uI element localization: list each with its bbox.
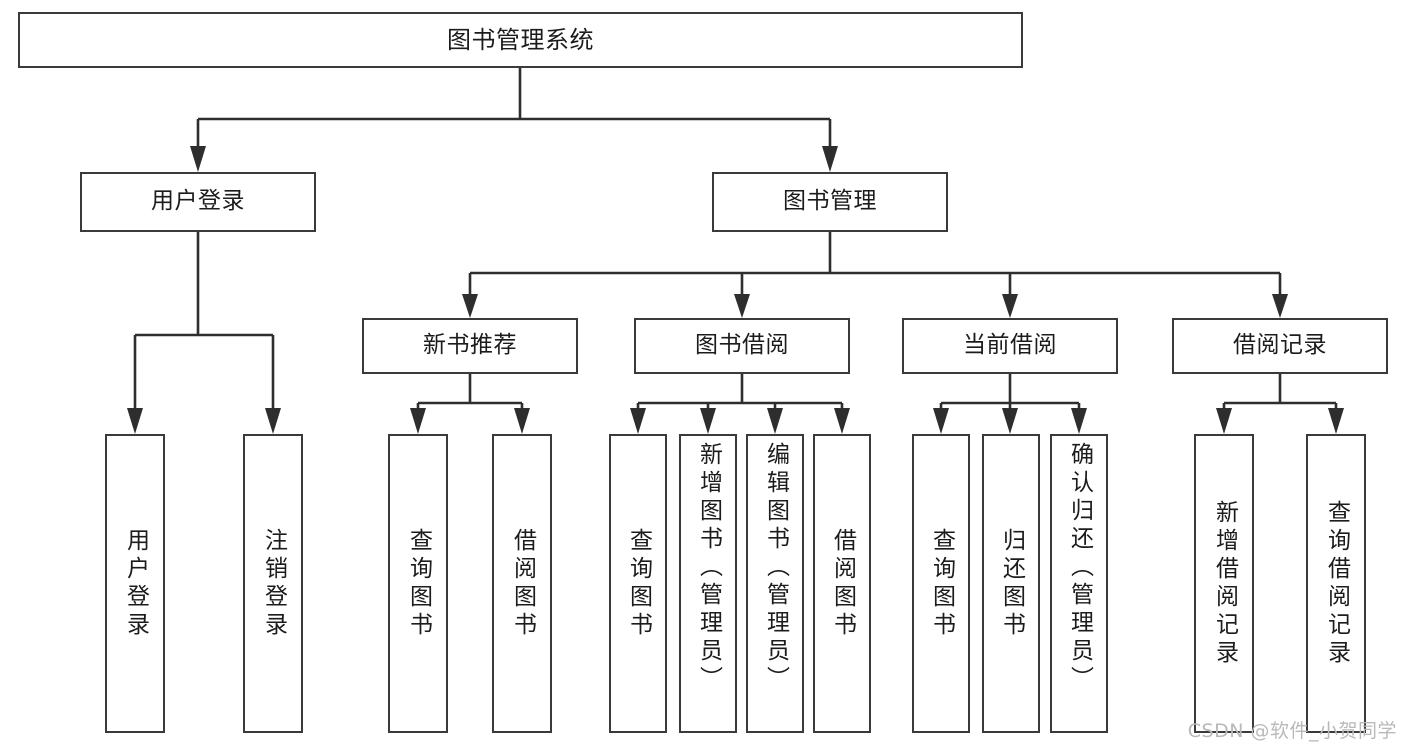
arrowhead-bookborrow-leaf-1 bbox=[630, 408, 646, 434]
node-book-borrow-label: 图书借阅 bbox=[695, 332, 789, 359]
node-root-system-label: 图书管理系统 bbox=[447, 25, 594, 54]
arrowhead-bookborrow-leaf-4 bbox=[834, 408, 850, 434]
leaf-bookborrow-edit-book-label: 编辑图书（管理员） bbox=[762, 442, 789, 694]
arrowhead-book-manage bbox=[822, 146, 838, 172]
node-book-management-label: 图书管理 bbox=[783, 188, 877, 215]
arrowhead-currentborrow-leaf-1 bbox=[933, 408, 949, 434]
node-user-login[interactable]: 用户登录 bbox=[80, 172, 316, 232]
leaf-bookborrow-query-book-label: 查询图书 bbox=[625, 527, 652, 640]
arrowhead-newbook-leaf-2 bbox=[514, 408, 530, 434]
arrowhead-borrow-record bbox=[1272, 294, 1288, 318]
leaf-currentborrow-query-book-label: 查询图书 bbox=[928, 527, 955, 640]
leaf-borrowrecord-add-record-label: 新增借阅记录 bbox=[1211, 499, 1238, 668]
csdn-watermark: CSDN @软件_小贺同学 bbox=[1187, 720, 1397, 742]
node-new-book-recommend[interactable]: 新书推荐 bbox=[362, 318, 578, 374]
arrowhead-bookborrow-leaf-3 bbox=[767, 408, 783, 434]
arrowhead-currentborrow-leaf-2 bbox=[1002, 408, 1018, 434]
arrowhead-currentborrow-leaf-3 bbox=[1071, 408, 1087, 434]
arrowhead-new-book bbox=[462, 294, 478, 318]
leaf-logout-label: 注销登录 bbox=[260, 527, 287, 640]
leaf-borrowrecord-add-record[interactable]: 新增借阅记录 bbox=[1194, 434, 1254, 733]
node-borrow-record-label: 借阅记录 bbox=[1233, 332, 1327, 359]
leaf-currentborrow-confirm-return[interactable]: 确认归还（管理员） bbox=[1050, 434, 1108, 733]
arrowhead-leaf-logout bbox=[265, 408, 281, 434]
arrowhead-user-login bbox=[190, 146, 206, 172]
leaf-user-login-label: 用户登录 bbox=[122, 527, 149, 640]
arrowhead-newbook-leaf-1 bbox=[410, 408, 426, 434]
leaf-newbook-borrow-book-label: 借阅图书 bbox=[509, 527, 536, 640]
leaf-bookborrow-edit-book[interactable]: 编辑图书（管理员） bbox=[746, 434, 804, 733]
node-current-borrow-label: 当前借阅 bbox=[963, 332, 1057, 359]
node-book-borrow[interactable]: 图书借阅 bbox=[634, 318, 850, 374]
leaf-borrowrecord-query-record[interactable]: 查询借阅记录 bbox=[1306, 434, 1366, 733]
leaf-logout[interactable]: 注销登录 bbox=[243, 434, 303, 733]
arrowhead-book-borrow bbox=[734, 294, 750, 318]
node-borrow-record[interactable]: 借阅记录 bbox=[1172, 318, 1388, 374]
node-new-book-recommend-label: 新书推荐 bbox=[423, 332, 517, 359]
leaf-bookborrow-query-book[interactable]: 查询图书 bbox=[609, 434, 667, 733]
leaf-bookborrow-add-book[interactable]: 新增图书（管理员） bbox=[679, 434, 737, 733]
leaf-newbook-borrow-book[interactable]: 借阅图书 bbox=[492, 434, 552, 733]
node-root-system[interactable]: 图书管理系统 bbox=[18, 12, 1023, 68]
arrowhead-borrowrecord-leaf-2 bbox=[1328, 408, 1344, 434]
arrowhead-current-borrow bbox=[1002, 294, 1018, 318]
leaf-currentborrow-return-book-label: 归还图书 bbox=[998, 527, 1025, 640]
node-user-login-label: 用户登录 bbox=[151, 188, 245, 215]
leaf-bookborrow-add-book-label: 新增图书（管理员） bbox=[695, 442, 722, 694]
leaf-newbook-query-book-label: 查询图书 bbox=[405, 527, 432, 640]
leaf-currentborrow-confirm-return-label: 确认归还（管理员） bbox=[1066, 442, 1093, 694]
leaf-newbook-query-book[interactable]: 查询图书 bbox=[388, 434, 448, 733]
arrowhead-leaf-user-login bbox=[127, 408, 143, 434]
arrowhead-borrowrecord-leaf-1 bbox=[1216, 408, 1232, 434]
leaf-currentborrow-query-book[interactable]: 查询图书 bbox=[912, 434, 970, 733]
leaf-currentborrow-return-book[interactable]: 归还图书 bbox=[982, 434, 1040, 733]
leaf-bookborrow-borrow-book[interactable]: 借阅图书 bbox=[813, 434, 871, 733]
arrowhead-bookborrow-leaf-2 bbox=[700, 408, 716, 434]
leaf-user-login[interactable]: 用户登录 bbox=[105, 434, 165, 733]
node-current-borrow[interactable]: 当前借阅 bbox=[902, 318, 1118, 374]
node-book-management[interactable]: 图书管理 bbox=[712, 172, 948, 232]
leaf-bookborrow-borrow-book-label: 借阅图书 bbox=[829, 527, 856, 640]
leaf-borrowrecord-query-record-label: 查询借阅记录 bbox=[1323, 499, 1350, 668]
